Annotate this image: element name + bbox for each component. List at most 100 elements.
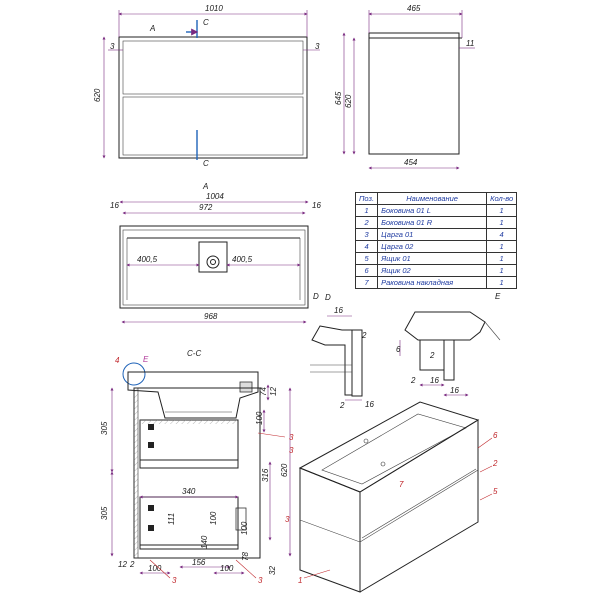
spec-cell: Боковина 01 R [377,216,488,229]
side-height-body-dim: 620 [344,94,353,108]
detail-d-dim-bottom: 16 [365,400,374,409]
cc-h305-bot: 305 [100,506,109,520]
spec-cell: Царга 02 [377,240,488,253]
spec-header-qty: Кол-во [486,192,518,205]
side-overhang-dim: 11 [466,39,474,48]
detail-e-dim-c: 2 [410,376,416,385]
detail-e-dim-d: 16 [430,376,439,385]
top-half-right-dim: 400,5 [232,255,253,264]
cc-num3e: 3 [258,576,263,585]
iso-view: 1 2 5 6 7 [298,401,498,593]
cc-h620: 620 [280,463,289,477]
detail-e: E 6 2 2 16 16 [396,292,501,397]
spec-row: 7 Раковина накладная 1 [354,276,518,289]
cc-h140: 140 [200,535,209,549]
side-view: 465 454 645 620 11 [334,4,475,170]
top-left-offset: 16 [110,201,119,210]
cc-d12: 12 [118,560,127,569]
cc-w340: 340 [182,487,196,496]
cc-h74: 74 [259,387,268,396]
spec-row: 4 Царга 02 1 [354,240,518,253]
cc-h316: 316 [261,468,270,482]
cc-h100-right: 100 [240,521,249,535]
spec-cell: 4 [486,228,518,241]
spec-cell: Раковина накладная [377,276,488,289]
iso-num1: 1 [298,576,302,585]
spec-table: Поз. Наименование Кол-во 1 Боковина 01 L… [354,192,518,289]
front-height-dim: 620 [93,88,102,102]
cc-h111: 111 [167,513,176,525]
spec-cell: 2 [354,216,379,229]
spec-cell: 7 [354,276,379,289]
cc-num3c: 3 [285,515,290,524]
spec-cell: Боковина 01 L [377,204,488,217]
spec-row: 3 Царга 01 4 [354,228,518,241]
cc-num3d: 3 [172,576,177,585]
cc-h32: 32 [268,566,277,575]
side-body-depth-dim: 454 [404,158,418,167]
front-width-dim: 1010 [205,4,223,13]
front-mark-c-bottom: C [203,159,209,168]
detail-d-dim-side: 2 [361,331,367,340]
spec-header-name: Наименование [377,192,488,205]
front-gap-right: 3 [315,42,320,51]
spec-cell: 1 [486,252,518,265]
spec-row: 2 Боковина 01 R 1 [354,216,518,229]
top-half-left-dim: 400,5 [137,255,158,264]
cc-w156: 156 [192,558,206,567]
spec-cell: 1 [486,264,518,277]
cc-h100-mid: 100 [209,511,218,525]
spec-row: 5 Ящик 01 1 [354,252,518,265]
spec-cell: Царга 01 [377,228,488,241]
front-mark-c-top: C [203,18,209,27]
cc-w100: 100 [148,564,162,573]
top-bottom-dim: 968 [204,312,218,321]
top-overall-dim: 1004 [206,192,224,201]
cc-h305-top: 305 [100,421,109,435]
detail-d-dim-top: 16 [334,306,343,315]
cc-num3b: 3 [289,446,294,455]
cc-w100b: 100 [220,564,234,573]
top-right-offset: 16 [312,201,321,210]
top-view: A 1004 972 16 16 400,5 400,5 968 [110,182,321,324]
spec-cell: 6 [354,264,379,277]
section-cc-marker-e: E [143,355,149,364]
spec-cell: 4 [354,240,379,253]
spec-cell: 3 [354,228,379,241]
detail-d-title-a: D [313,292,319,301]
spec-cell: Ящик 02 [377,264,488,277]
front-view: 1010 620 3 3 A C C [93,4,320,168]
iso-num2: 2 [492,459,498,468]
spec-header-pos: Поз. [354,192,379,205]
top-inner-dim: 972 [199,203,213,212]
cc-h78: 78 [241,552,250,561]
iso-num5: 5 [493,487,498,496]
section-cc-marker-4: 4 [115,356,120,365]
spec-cell: 1 [486,204,518,217]
spec-cell: Ящик 01 [377,252,488,265]
spec-cell: 5 [354,252,379,265]
detail-e-dim-e: 16 [450,386,459,395]
detail-e-dim-a: 6 [396,345,401,354]
detail-e-dim-b: 2 [429,351,435,360]
spec-cell: 1 [486,240,518,253]
cc-d2: 2 [129,560,135,569]
section-cc: C-C E 4 340 305 305 74 12 10 [100,349,294,585]
top-view-title: A [202,182,208,191]
side-height-total-dim: 645 [334,91,343,105]
front-mark-a: A [149,24,155,33]
spec-row: 6 Ящик 02 1 [354,264,518,277]
iso-num7: 7 [399,480,404,489]
detail-e-title: E [495,292,501,301]
detail-d-dim-low: 2 [339,401,345,410]
spec-header-row: Поз. Наименование Кол-во [354,192,518,205]
cc-h12: 12 [269,387,278,396]
iso-num6: 6 [493,431,498,440]
spec-cell: 1 [486,276,518,289]
section-cc-title: C-C [187,349,201,358]
side-depth-dim: 465 [407,4,421,13]
cc-num3a: 3 [289,433,294,442]
spec-row: 1 Боковина 01 L 1 [354,204,518,217]
cc-h100-top: 100 [255,411,264,425]
